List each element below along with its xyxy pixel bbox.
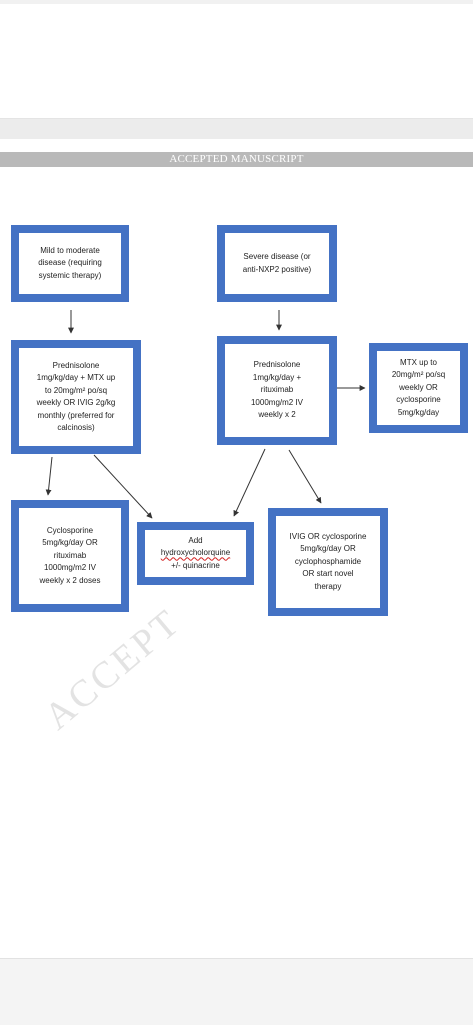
box-mtx: MTX up to 20mg/m² po/sq weekly OR cyclos… [369, 343, 468, 433]
box-pred-severe-line-5: weekly x 2 [258, 410, 296, 420]
box-hcq-line-1: Add [188, 535, 203, 545]
box-ivig-line-3: cyclophosphamide [294, 556, 362, 566]
box-mild-line-3: systemic therapy) [38, 270, 102, 280]
top-edge-line [0, 0, 473, 4]
box-ivig-line-5: therapy [314, 581, 342, 591]
box-ivig-line-2: 5mg/kg/day OR [300, 544, 356, 554]
box-cyclo-line-3: rituximab [53, 550, 87, 560]
box-pred-severe-line-2: 1mg/kg/day + [252, 372, 302, 382]
box-pred-severe-line-1: Prednisolone [253, 360, 301, 370]
accepted-manuscript-header: ACCEPTED MANUSCRIPT [0, 152, 473, 167]
box-cyclo-line-5: weekly x 2 doses [39, 575, 101, 585]
box-cyclo-line-1: Cyclosporine [46, 525, 94, 535]
box-mild-line-2: disease (requiring [38, 258, 102, 268]
box-ivig-line-1: IVIG OR cyclosporine [289, 531, 367, 541]
box-pred-mild-line-4: weekly OR IVIG 2g/kg [36, 398, 116, 407]
page-footer-band [0, 958, 473, 1025]
box-cyclo-line-4: 1000mg/m2 IV [43, 563, 96, 573]
box-mild-disease: Mild to moderate disease (requiring syst… [11, 225, 129, 302]
box-mtx-line-4: cyclosporine [396, 395, 441, 405]
box-hydroxychloroquine: Add hydroxycholorquine +/- quinacrine [137, 522, 254, 585]
box-pred-severe-line-4: 1000mg/m2 IV [250, 397, 304, 407]
box-prednisolone-severe: Prednisolone 1mg/kg/day + rituximab 1000… [217, 336, 337, 445]
box-pred-mild-line-1: Prednisolone [52, 360, 100, 370]
arrow-pred-mild-to-cyclo [45, 456, 53, 496]
box-mtx-line-1: MTX up to [400, 357, 437, 367]
box-pred-mild-line-5: monthly (preferred for [37, 410, 115, 420]
watermark: ACCEPT [36, 600, 189, 739]
box-mtx-line-3: weekly OR [399, 382, 438, 392]
box-ivig-line-4: OR start novel [302, 569, 354, 579]
box-mtx-line-5: 5mg/kg/day [397, 407, 440, 417]
box-pred-severe-line-3: rituximab [260, 385, 294, 395]
box-cyclosporine: Cyclosporine 5mg/kg/day OR rituximab 100… [11, 500, 129, 612]
box-mtx-line-2: 20mg/m² po/sq [391, 370, 446, 380]
box-severe-line-2: anti-NXP2 positive) [242, 264, 312, 274]
box-ivig: IVIG OR cyclosporine 5mg/kg/day OR cyclo… [268, 508, 388, 616]
box-hcq-line-2: hydroxycholorquine [160, 548, 231, 558]
box-hcq-line-3: +/- quinacrine [171, 560, 220, 570]
arrow-pred-severe-to-ivig [288, 449, 322, 504]
box-severe-line-1: Severe disease (or [243, 252, 311, 261]
arrow-pred-severe-to-hcq [233, 448, 266, 517]
box-mild-line-1: Mild to moderate [40, 245, 100, 255]
box-pred-mild-line-2: 1mg/kg/day + MTX up [36, 373, 116, 382]
box-severe-disease: Severe disease (or anti-NXP2 positive) [217, 225, 337, 302]
box-prednisolone-mild: Prednisolone 1mg/kg/day + MTX up to 20mg… [11, 340, 141, 454]
page-gap-band [0, 118, 473, 139]
box-pred-mild-line-3: to 20mg/m² po/sq [44, 385, 108, 395]
box-pred-mild-line-6: calcinosis) [57, 423, 95, 432]
box-cyclo-line-2: 5mg/kg/day OR [42, 538, 98, 548]
